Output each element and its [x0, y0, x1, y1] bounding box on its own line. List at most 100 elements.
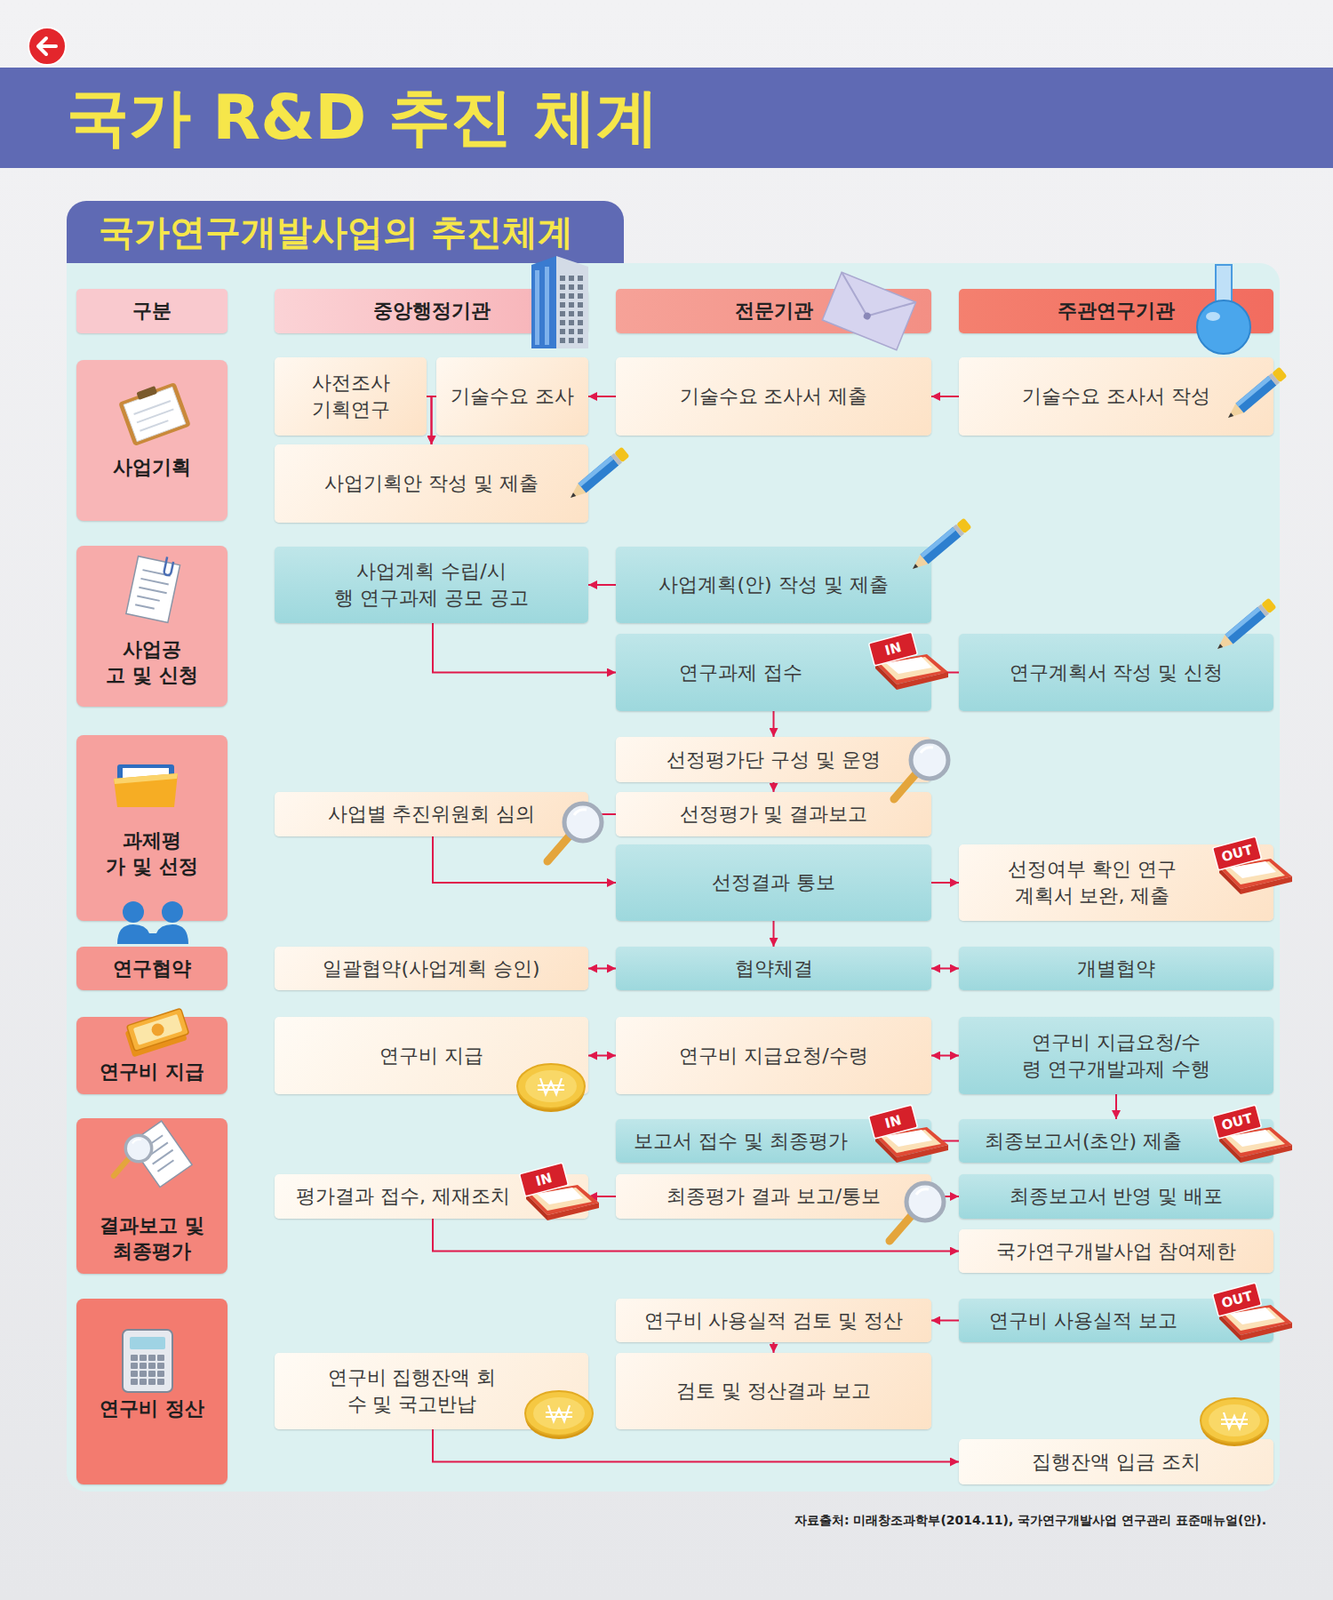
node-text: 검토 및 정산결과 보고: [676, 1377, 871, 1405]
connector-arrow: [588, 1054, 616, 1057]
node-text: 연구비 정산: [99, 1395, 205, 1422]
node-text: 구분: [132, 297, 172, 325]
process-box: 선정평가단 구성 및 운영: [615, 736, 932, 783]
node-text: 사업계획 수립/시행 연구과제 공모 공고: [288, 558, 575, 611]
document-icon: [126, 550, 182, 623]
source-caption: 자료출처: 미래창조과학부(2014.11), 국가연구개발사업 연구관리 표준…: [794, 1512, 1267, 1527]
tray-tag: OUT: [1214, 1287, 1260, 1311]
tray-tag: IN: [870, 637, 916, 661]
connector-arrow: [588, 813, 616, 815]
process-box: 기술수요 조사서 작성: [958, 357, 1274, 436]
magnifier-icon: [893, 741, 949, 799]
process-box: 국가연구개발사업 참여제한: [958, 1229, 1274, 1273]
node-text: 집행잔액 입금 조치: [1031, 1448, 1201, 1476]
node-text: 사업별 추진위원회 심의: [327, 800, 536, 828]
pencil-icon: [1213, 598, 1278, 655]
stage-label: 결과보고 및 최종평가: [76, 1117, 228, 1274]
node-text: 주관연구기관: [1057, 297, 1175, 325]
node-text: 국가연구개발사업의 추진체계: [98, 207, 574, 256]
handshake-icon: [117, 901, 189, 944]
process-box: 연구비 지급요청/수령 연구개발과제 수행: [958, 1016, 1274, 1094]
process-box: 최종평가 결과 보고/통보: [615, 1173, 932, 1219]
connector-arrow: [931, 1319, 959, 1322]
node-text: 협약체결: [734, 955, 814, 982]
node-text: 기술수요 조사서 작성: [1021, 383, 1211, 410]
header-cell: 주관연구기관: [958, 288, 1274, 334]
process-box: 연구비 집행잔액 회수 및 국고반납: [274, 1352, 589, 1429]
connector-arrow: [588, 1195, 616, 1198]
back-button: [28, 27, 66, 65]
process-box: 일괄협약(사업계획 승인): [274, 946, 589, 990]
envelope-icon: [822, 271, 916, 350]
flask-icon: [1197, 264, 1251, 354]
node-text: 일괄협약(사업계획 승인): [322, 955, 540, 982]
stage-label: 사업기획: [76, 359, 228, 521]
tray-tag: IN: [870, 1109, 916, 1134]
tray-tag-shape: [1212, 1104, 1262, 1139]
connector-arrow: [432, 836, 616, 883]
tray-tag-shape: [868, 1104, 918, 1139]
connector-arrow: [588, 967, 616, 970]
process-box: 최종보고서 반영 및 배포: [958, 1173, 1274, 1219]
node-text: 선정평가단 구성 및 운영: [666, 746, 881, 774]
magnifier-icon: [889, 1182, 944, 1241]
connector-arrow: [588, 395, 616, 398]
node-text: 연구비 지급요청/수령 연구개발과제 수행: [973, 1029, 1260, 1082]
connector-arrow: [931, 1054, 959, 1057]
process-box: 집행잔액 입금 조치: [958, 1438, 1274, 1485]
node-text: 사업기획: [112, 454, 192, 481]
node-text: 결과보고 및 최종평가: [90, 1212, 214, 1265]
caption-box: 자료출처: 미래창조과학부(2014.11), 국가연구개발사업 연구관리 표준…: [0, 1510, 1267, 1529]
tray-tag-shape: [868, 631, 918, 666]
process-box: 연구비 지급요청/수령: [615, 1016, 932, 1094]
connector-arrow: [931, 671, 959, 674]
connector-arrow: [588, 583, 616, 586]
tag-text: IN: [868, 631, 918, 666]
connector-arrow: [931, 395, 959, 398]
money-icon: [123, 1007, 192, 1057]
pencil-icon: [1224, 367, 1288, 424]
tray-icon: [875, 654, 949, 690]
tag-text: OUT: [1212, 1104, 1262, 1139]
connector-arrow: [426, 396, 432, 445]
building-icon: [531, 255, 589, 349]
calculator-icon: [122, 1329, 173, 1392]
tray-tag: IN: [521, 1167, 567, 1191]
node-text: 연구비 지급: [99, 1058, 205, 1086]
connector-arrow: [931, 1195, 959, 1198]
coin-icon: [517, 1063, 585, 1112]
process-box: 기술수요 조사: [436, 357, 589, 436]
process-box: 연구계획서 작성 및 신청: [958, 633, 1274, 711]
connector-arrow: [773, 920, 775, 947]
tray-tag: OUT: [1214, 841, 1260, 865]
pencil-icon: [566, 446, 631, 503]
connector-arrow: [773, 710, 775, 737]
node-text: 중앙행정기관: [373, 297, 491, 325]
tag-text: OUT: [1212, 836, 1262, 871]
node-text: 평가결과 접수, 제재조치: [295, 1182, 511, 1210]
node-text: 개별협약: [1077, 955, 1156, 982]
process-box: 선정평가 및 결과보고: [615, 791, 932, 837]
process-box: 연구비 사용실적 검토 및 정산: [615, 1298, 932, 1342]
tray-tag-shape: [1212, 1282, 1262, 1317]
process-box: 연구비 지급: [274, 1016, 589, 1094]
process-box: 선정결과 통보: [615, 844, 932, 921]
pencil-icon: [909, 518, 973, 575]
node-text: 국가연구개발사업 참여제한: [996, 1237, 1238, 1265]
connector-arrow: [773, 782, 775, 792]
process-box: 협약체결: [615, 946, 932, 990]
node-text: 사전조사 기획연구: [288, 369, 413, 423]
tray-icon: [526, 1184, 599, 1221]
stage-label: 연구비 정산: [76, 1298, 228, 1485]
node-text: 연구비 사용실적 보고: [989, 1307, 1178, 1334]
node-text: 최종보고서 반영 및 배포: [1009, 1182, 1224, 1210]
folder-icon: [113, 764, 178, 807]
connector-arrow: [773, 1341, 775, 1353]
node-text: 기술수요 조사: [450, 383, 575, 410]
process-box: 기술수요 조사서 제출: [615, 357, 932, 436]
page-title: 국가 R&D 추진 체계: [0, 67, 659, 168]
node-text: 선정평가 및 결과보고: [679, 800, 869, 828]
magnifier-icon: [547, 803, 602, 862]
node-text: 연구계획서 작성 및 신청: [1009, 659, 1224, 687]
